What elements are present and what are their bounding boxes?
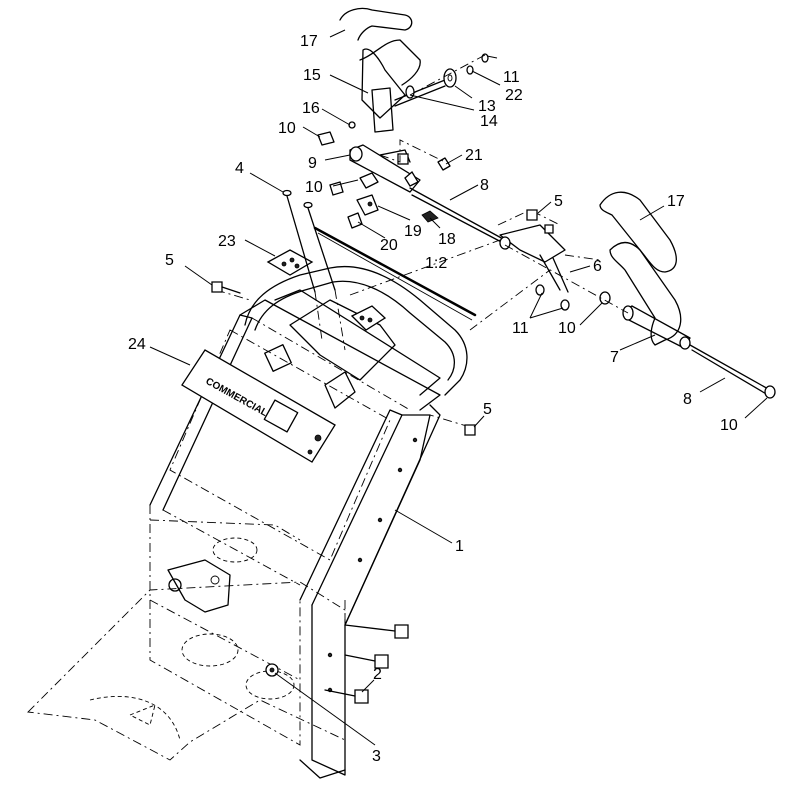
callout-4: 4: [235, 160, 244, 177]
callout-labels: 17 15 16 10 9 4 10 11 22 13 14 21 8 5 19…: [128, 33, 738, 765]
scale-label: 1:2: [425, 255, 447, 272]
callout-19: 19: [404, 223, 422, 240]
callout-10-upper: 10: [278, 120, 296, 137]
callout-23: 23: [218, 233, 236, 250]
callout-5-right: 5: [483, 401, 492, 418]
callout-20: 20: [380, 237, 398, 254]
callout-22: 22: [505, 87, 523, 104]
leader-lines: [149, 29, 768, 746]
decal-plate: [266, 249, 387, 331]
callout-17-lever-grip: 17: [300, 33, 318, 50]
fasteners: [211, 171, 570, 704]
callout-10-middle: 10: [305, 179, 323, 196]
callout-8-upper: 8: [480, 177, 489, 194]
callout-11-lower: 11: [512, 320, 529, 337]
upper-handle-bar: [349, 144, 569, 293]
callout-24: 24: [128, 336, 146, 353]
right-handle: [599, 191, 776, 399]
commercial-panel: COMMERCIAL: [181, 349, 336, 463]
callout-17-right-grip: 17: [667, 193, 685, 210]
callout-1: 1: [455, 538, 464, 555]
callout-10-right: 10: [558, 320, 576, 337]
bolts-4: [282, 189, 346, 351]
callout-2: 2: [373, 666, 382, 683]
base-plate: [27, 581, 346, 761]
callout-5-upper: 5: [554, 193, 563, 210]
callout-13: 13: [478, 98, 496, 115]
callout-6: 6: [593, 258, 602, 275]
front-loop-handle: [244, 265, 468, 409]
callout-21: 21: [465, 147, 483, 164]
main-frame: [149, 299, 441, 779]
callout-9: 9: [308, 155, 317, 172]
callout-5-left: 5: [165, 252, 174, 269]
callout-14: 14: [480, 113, 498, 130]
small-parts: [317, 131, 451, 229]
callout-8-lower: 8: [683, 391, 692, 408]
callout-7: 7: [610, 349, 619, 366]
cable-assembly: 1:2: [313, 226, 477, 321]
assembly-lines: [215, 139, 629, 625]
callout-15: 15: [303, 67, 321, 84]
callout-10-lower: 10: [720, 417, 738, 434]
callout-16: 16: [302, 100, 320, 117]
shift-lever: [339, 7, 446, 133]
callout-3: 3: [372, 748, 381, 765]
callout-18: 18: [438, 231, 456, 248]
callout-11-upper: 11: [503, 69, 520, 86]
washers-nuts: [409, 53, 489, 96]
